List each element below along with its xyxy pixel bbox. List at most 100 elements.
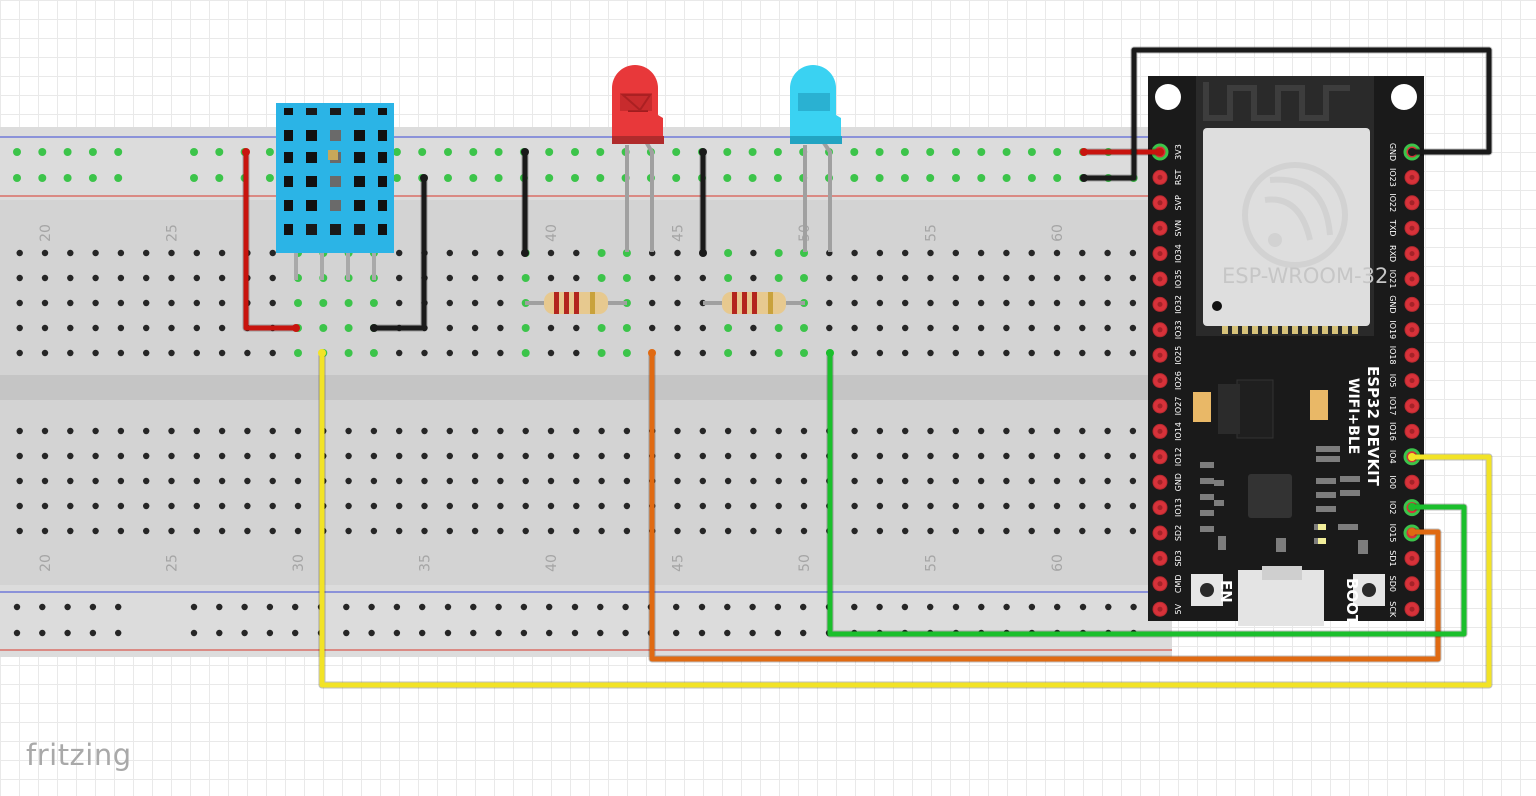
fritzing-logo: fritzing [26,738,132,772]
usb-connector-icon [1262,566,1302,580]
breadboard-hole [774,274,783,282]
blue-led [790,65,842,252]
yellow-wire-data[interactable] [319,350,1492,688]
module-pad [1272,326,1278,334]
yellow-wire-data-end [318,349,326,357]
smd-component [1338,524,1358,530]
breadboard-hole [218,324,226,332]
breadboard-hole [775,502,782,510]
power-rail-hole [673,603,680,611]
breadboard-hole [218,527,226,535]
breadboard-hole [193,299,200,307]
capacitor [1310,390,1328,420]
breadboard-hole [902,324,909,332]
breadboard-hole [16,324,23,332]
breadboard-hole [622,324,631,332]
esp32-pin-label: GND [1174,473,1183,491]
green-wire-blue-led-end [826,349,834,357]
breadboard-hole [421,427,428,435]
breadboard-hole [902,249,909,257]
power-rail-hole [673,629,680,637]
sensor-grille-slot [354,200,365,211]
power-rail-hole [1105,603,1112,611]
breadboard-hole [724,249,733,257]
breadboard-hole [623,477,631,485]
smd-component [1358,540,1368,554]
breadboard-hole [396,299,403,307]
sensor-grille-slot [354,224,365,235]
breadboard-hole [1129,349,1137,357]
breadboard-hole [977,249,985,257]
power-rail-hole [1079,603,1087,611]
esp32-pin-hole [1409,301,1415,307]
red-wire-vcc-end [292,324,300,332]
breadboard-hole [1003,427,1010,435]
board-title: ESP32 DEVKIT [1364,366,1382,487]
breadboard-hole [1028,299,1035,307]
power-rail-hole [900,174,909,182]
breadboard-hole [522,502,529,510]
esp32-pin-label: IO23 [1388,168,1397,187]
breadboard-hole [319,324,328,332]
sensor-grille-slot [306,130,317,141]
boot-button-cap[interactable] [1362,583,1376,597]
breadboard-hole [724,274,733,282]
power-rail-hole [419,629,426,637]
breadboard-hole [345,477,352,485]
black-wire-gnd[interactable] [371,175,427,331]
breadboard-hole [471,299,479,307]
breadboard-hole [345,502,352,510]
esp32-pin-hole [1409,378,1415,384]
esp32-pin-label: SCK [1388,601,1397,618]
breadboard-hole [952,249,959,257]
power-rail-hole [494,174,503,182]
breadboard-hole [952,477,959,485]
power-rail-hole [597,603,604,611]
breadboard-hole [1028,274,1035,282]
breadboard-hole [927,324,934,332]
breadboard-hole [193,477,200,485]
breadboard-hole [41,477,49,485]
breadboard-hole [218,349,226,357]
breadboard-hole [396,477,403,485]
green-wire-blue-led-end [1408,503,1416,511]
smd-component [1200,462,1214,468]
power-rail-hole [88,174,97,182]
breadboard-hole [1079,527,1086,535]
breadboard-hole [446,349,453,357]
power-rail-hole [114,174,123,182]
breadboard-hole [92,299,99,307]
breadboard-hole [1053,427,1061,435]
breadboard-hole [218,502,226,510]
sensor-grille-slot [378,200,387,211]
esp32-pin-label: 5V [1174,603,1183,614]
power-rail-hole [952,174,960,182]
resistor-band [574,292,579,314]
sensor-grille-slot [378,176,387,187]
sensor-grille-slot [330,176,341,187]
power-rail-hole [265,174,274,182]
black-wire-esp-gnd[interactable] [1081,47,1492,181]
breadboard-hole [345,527,352,535]
regulator-tab [1218,384,1240,434]
breadboard-hole [1079,427,1086,435]
green-wire-blue-led[interactable] [827,350,1467,637]
breadboard-hole [597,324,606,332]
black-wire-led2-gnd-end [699,249,707,257]
breadboard-hole [952,274,959,282]
breadboard-hole [471,527,479,535]
breadboard-hole [497,452,504,460]
esp32-pin-label: RST [1174,170,1183,186]
red-wire-vcc[interactable] [243,149,299,331]
esp32-pin-label: IO16 [1388,422,1397,441]
power-rail-hole [393,603,401,611]
column-number: 20 [38,554,54,572]
esp32-pin-hole [1409,428,1415,434]
en-button-cap[interactable] [1200,583,1214,597]
power-rail-hole [13,603,21,611]
breadboard-hole [724,324,733,332]
breadboard-hole [143,299,150,307]
breadboard-hole [952,349,959,357]
status-led [1318,538,1326,544]
orange-wire-red-led[interactable] [649,350,1441,662]
